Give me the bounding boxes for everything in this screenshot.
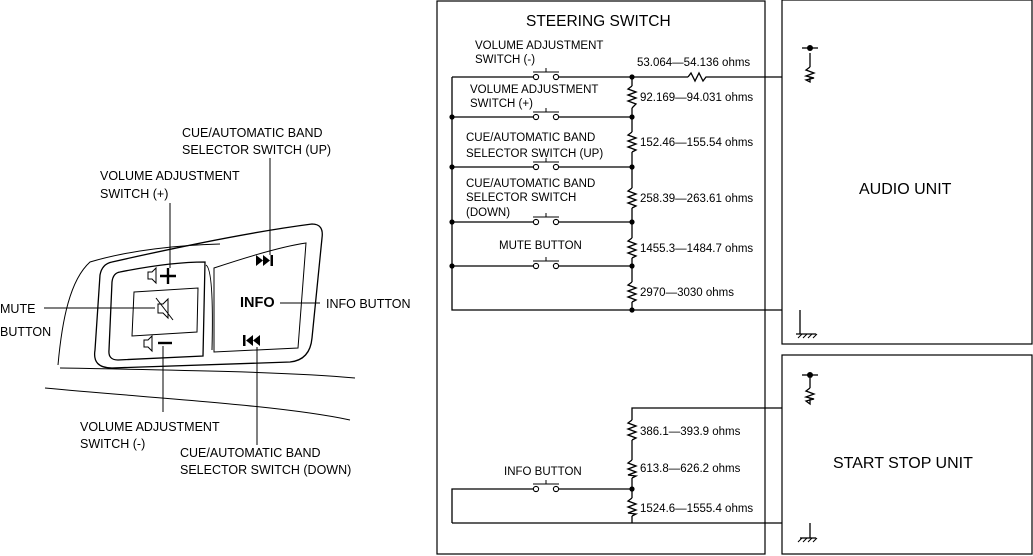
steering-switch-schematic: STEERING SWITCH bbox=[436, 0, 811, 555]
steering-switch-box bbox=[436, 0, 766, 555]
start-stop-unit-box bbox=[781, 354, 1033, 555]
label-sw-vol-minus-1: VOLUME ADJUSTMENT bbox=[475, 40, 603, 52]
label-vol-plus-1: VOLUME ADJUSTMENT bbox=[100, 169, 240, 183]
wheel-outline-bottom bbox=[59, 367, 356, 379]
mute-icon[interactable] bbox=[155, 297, 174, 321]
resistor-value-5: 1455.3—1484.7 ohms bbox=[640, 243, 753, 255]
resistor-value-9: 1524.6—1555.4 ohms bbox=[640, 503, 753, 515]
resistor-value-2: 92.169—94.031 ohms bbox=[640, 92, 753, 104]
label-sw-cue-down-1: CUE/AUTOMATIC BAND bbox=[466, 178, 595, 190]
label-mute-2: BUTTON bbox=[0, 325, 51, 339]
label-cue-up-1: CUE/AUTOMATIC BAND bbox=[182, 126, 323, 140]
label-sw-vol-minus-2: SWITCH (-) bbox=[475, 54, 535, 66]
rocker-inner-panel bbox=[131, 287, 199, 337]
previous-track-icon[interactable] bbox=[243, 335, 260, 346]
label-sw-cue-down-3: (DOWN) bbox=[466, 207, 510, 219]
switch-vol-minus-symbol bbox=[532, 68, 560, 81]
wheel-rim-arc bbox=[44, 387, 351, 421]
junction-dots bbox=[449, 74, 635, 313]
divider-line bbox=[205, 264, 213, 351]
info-key-label[interactable]: INFO bbox=[240, 295, 275, 311]
volume-down-icon[interactable] bbox=[143, 334, 172, 353]
audio-unit-box bbox=[781, 0, 1033, 345]
resistor-value-6: 2970—3030 ohms bbox=[640, 287, 734, 299]
start-stop-unit-label: START STOP UNIT bbox=[833, 455, 973, 472]
label-sw-mute: MUTE BUTTON bbox=[499, 240, 582, 252]
switch-cue-down-symbol bbox=[532, 213, 560, 226]
label-cue-down-2: SELECTOR SWITCH (DOWN) bbox=[180, 463, 351, 477]
label-cue-down-1: CUE/AUTOMATIC BAND bbox=[180, 446, 321, 460]
label-sw-vol-plus-2: SWITCH (+) bbox=[470, 98, 533, 110]
resistor-value-1: 53.064—54.136 ohms bbox=[637, 57, 750, 69]
volume-up-icon[interactable] bbox=[147, 266, 176, 285]
label-vol-minus-2: SWITCH (-) bbox=[80, 437, 145, 451]
right-key-plate bbox=[213, 242, 307, 353]
audio-unit: AUDIO UNIT bbox=[781, 0, 1033, 345]
label-sw-info: INFO BUTTON bbox=[504, 466, 582, 478]
switch-cue-up-symbol bbox=[532, 158, 560, 171]
resistor-value-7: 386.1—393.9 ohms bbox=[640, 426, 741, 438]
label-cue-up-2: SELECTOR SWITCH (UP) bbox=[182, 143, 331, 157]
audio-unit-label: AUDIO UNIT bbox=[859, 181, 952, 198]
label-vol-plus-2: SWITCH (+) bbox=[100, 187, 168, 201]
resistor-value-8: 613.8—626.2 ohms bbox=[640, 463, 741, 475]
steering-switch-title: STEERING SWITCH bbox=[526, 13, 671, 30]
start-stop-unit: START STOP UNIT bbox=[781, 354, 1033, 555]
resistor-value-4: 258.39—263.61 ohms bbox=[640, 193, 753, 205]
label-sw-vol-plus-1: VOLUME ADJUSTMENT bbox=[470, 84, 598, 96]
steering-switch-illustration: INFO CUE/AUTOMATIC BAND SELECTOR SWITCH … bbox=[0, 126, 411, 477]
label-sw-cue-up-1: CUE/AUTOMATIC BAND bbox=[466, 132, 595, 144]
switch-info-symbol bbox=[532, 480, 560, 493]
label-sw-cue-down-2: SELECTOR SWITCH bbox=[466, 192, 576, 204]
label-vol-minus-1: VOLUME ADJUSTMENT bbox=[80, 420, 220, 434]
left-rocker-key bbox=[108, 261, 206, 361]
label-mute-1: MUTE bbox=[0, 302, 35, 316]
switch-pad-bezel bbox=[93, 223, 323, 369]
resistor-value-3: 152.46—155.54 ohms bbox=[640, 137, 753, 149]
switch-vol-plus-symbol bbox=[532, 108, 560, 121]
switch-mute-symbol bbox=[532, 257, 560, 270]
label-sw-cue-up-2: SELECTOR SWITCH (UP) bbox=[466, 148, 603, 160]
label-info-button: INFO BUTTON bbox=[326, 297, 411, 311]
next-track-icon[interactable] bbox=[256, 255, 273, 266]
